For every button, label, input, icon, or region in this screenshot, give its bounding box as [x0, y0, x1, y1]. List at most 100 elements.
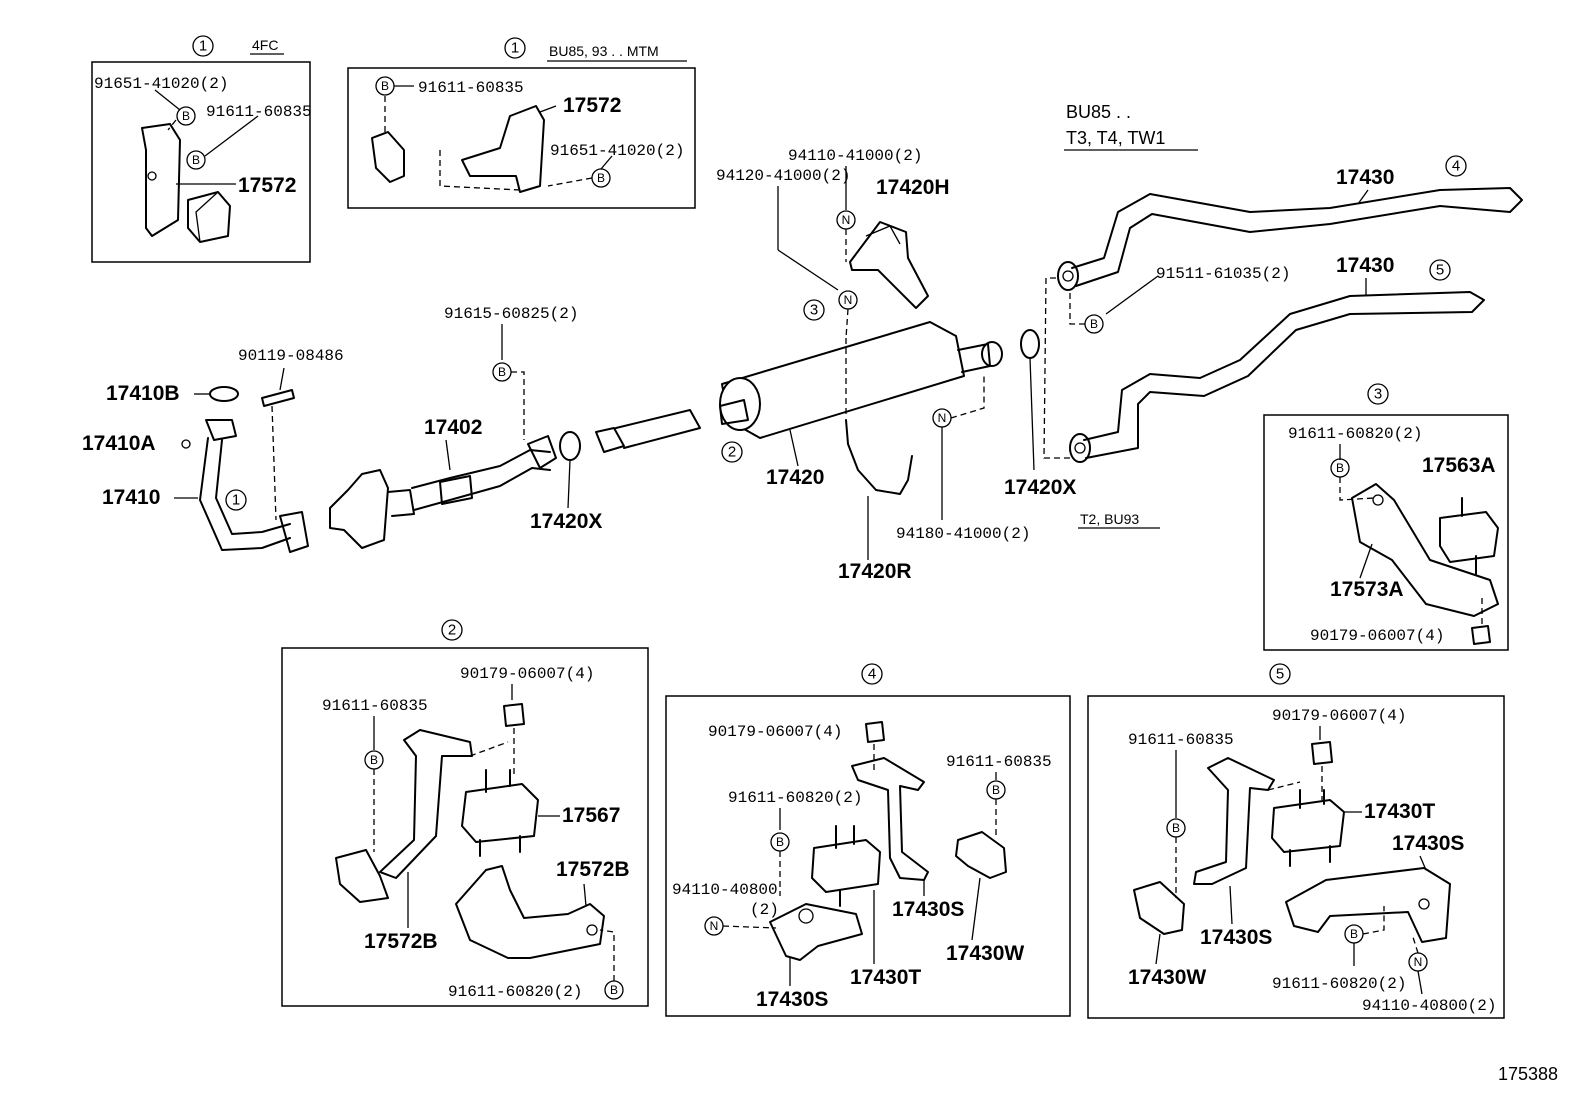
part-label[interactable]: 91611-60835 [206, 103, 312, 121]
inset-frame [1087, 695, 1505, 1019]
part-number[interactable]: 17567 [562, 804, 620, 827]
part-label[interactable]: 90119-08486 [238, 347, 344, 365]
part-label[interactable]: 90179-06007(4) [1272, 707, 1406, 725]
part-label[interactable]: 91511-61035(2) [1156, 265, 1290, 283]
part-number[interactable]: 17420R [838, 560, 912, 583]
nut-icon: N [1408, 952, 1428, 972]
callout-2[interactable]: 2 [441, 619, 463, 641]
part-number[interactable]: 17420X [530, 510, 602, 533]
part-label[interactable]: 94110-40800 [672, 881, 778, 899]
bracket-shape [851, 757, 929, 881]
part-label[interactable]: 94110-40800(2) [1362, 997, 1496, 1015]
part-number[interactable]: 17430W [1128, 966, 1206, 989]
bolt-icon: B [770, 832, 790, 852]
part-label[interactable]: 91651-41020(2) [550, 142, 684, 160]
part-label[interactable]: 91611-60820(2) [448, 983, 582, 1001]
hanger-bracket [849, 221, 929, 309]
bracket-shape [1351, 483, 1499, 617]
part-label[interactable]: 91651-41020(2) [94, 75, 228, 93]
part-number[interactable]: 17572B [364, 930, 438, 953]
part-number[interactable]: 17572B [556, 858, 630, 881]
svg-text:N: N [844, 293, 853, 307]
part-label[interactable]: 90179-06007(4) [460, 665, 594, 683]
part-label[interactable]: 91611-60835 [1128, 731, 1234, 749]
part-number[interactable]: 17430T [1364, 800, 1435, 823]
svg-text:3: 3 [1374, 386, 1382, 403]
part-label[interactable]: 91611-60835 [418, 79, 524, 97]
part-number[interactable]: 17410A [82, 432, 156, 455]
svg-text:B: B [182, 109, 190, 123]
part-label[interactable]: 94110-41000(2) [788, 147, 922, 165]
part-label[interactable]: 90179-06007(4) [708, 723, 842, 741]
rubber-mount [1439, 511, 1499, 563]
part-number[interactable]: 17430S [1392, 832, 1464, 855]
part-label[interactable]: 91611-60835 [946, 753, 1052, 771]
part-number[interactable]: 17430S [756, 988, 828, 1011]
svg-text:N: N [710, 919, 719, 933]
callout-4[interactable]: 4 [1445, 155, 1467, 177]
svg-text:B: B [1090, 317, 1098, 331]
part-label[interactable]: 91611-60820(2) [1288, 425, 1422, 443]
part-number[interactable]: 17410B [106, 382, 180, 405]
part-number[interactable]: 17430 [1336, 254, 1394, 277]
svg-text:2: 2 [728, 444, 736, 461]
clamp-shape [1133, 881, 1185, 935]
part-number[interactable]: 17563A [1422, 454, 1496, 477]
callout-5[interactable]: 5 [1269, 663, 1291, 685]
callout-1[interactable]: 1 [504, 37, 526, 59]
callout-3[interactable]: 3 [1367, 383, 1389, 405]
tail-pipe-group: BU85 . . T3, T4, TW1 17420X T2, BU93 174… [1004, 102, 1523, 529]
manifold-flange [329, 469, 389, 549]
svg-text:B: B [381, 79, 389, 93]
svg-text:B: B [992, 783, 1000, 797]
part-number[interactable]: 17430W [946, 942, 1024, 965]
part-label[interactable]: (2) [750, 901, 779, 919]
part-number[interactable]: 17572 [563, 94, 621, 117]
part-number[interactable]: 17420X [1004, 476, 1076, 499]
callout-4[interactable]: 4 [861, 663, 883, 685]
svg-text:1: 1 [199, 38, 207, 55]
gasket-17420x [559, 431, 581, 461]
part-label[interactable]: 91611-60820(2) [728, 789, 862, 807]
part-number[interactable]: 17420 [766, 466, 824, 489]
callout-2[interactable]: 2 [721, 441, 743, 463]
part-label[interactable]: 94120-41000(2) [716, 167, 850, 185]
part-number[interactable]: 17430 [1336, 166, 1394, 189]
part-label[interactable]: 91615-60825(2) [444, 305, 578, 323]
part-number[interactable]: 17410 [102, 486, 160, 509]
part-number[interactable]: 17430T [850, 966, 921, 989]
svg-text:3: 3 [810, 302, 818, 319]
nut-icon: N [836, 210, 856, 230]
part-number[interactable]: 17573A [1330, 578, 1404, 601]
part-label[interactable]: 91611-60820(2) [1272, 975, 1406, 993]
nut-icon: N [704, 916, 724, 936]
part-number[interactable]: 17402 [424, 416, 482, 439]
inset-frame [91, 61, 311, 263]
callout-3[interactable]: 3 [803, 299, 825, 321]
callout-1[interactable]: 1 [225, 489, 247, 511]
svg-text:N: N [842, 213, 851, 227]
bolt-icon: B [186, 150, 206, 170]
part-label[interactable]: 90179-06007(4) [1310, 627, 1444, 645]
inset-5: 5 91611-60835 B 90179-06007(4) 17430T 17… [1087, 663, 1505, 1019]
part-number[interactable]: 17572 [238, 174, 296, 197]
svg-text:1: 1 [232, 492, 240, 509]
nut-shape [503, 703, 525, 727]
svg-text:B: B [1350, 927, 1358, 941]
part-number[interactable]: 17430S [1200, 926, 1272, 949]
variant-header: T2, BU93 [1080, 511, 1139, 527]
svg-text:N: N [938, 411, 947, 425]
part-label[interactable]: 91611-60835 [322, 697, 428, 715]
rubber-mount [811, 839, 881, 893]
bolt-icon: B [1084, 314, 1104, 334]
svg-text:B: B [192, 153, 200, 167]
part-number[interactable]: 17420H [876, 176, 950, 199]
svg-text:N: N [1414, 955, 1423, 969]
svg-text:B: B [498, 365, 506, 379]
variant-header: BU85 . . [1066, 102, 1131, 122]
callout-1[interactable]: 1 [192, 35, 214, 57]
part-number[interactable]: 17430S [892, 898, 964, 921]
variant-header: 4FC [252, 37, 278, 53]
callout-5[interactable]: 5 [1429, 259, 1451, 281]
part-label[interactable]: 94180-41000(2) [896, 525, 1030, 543]
